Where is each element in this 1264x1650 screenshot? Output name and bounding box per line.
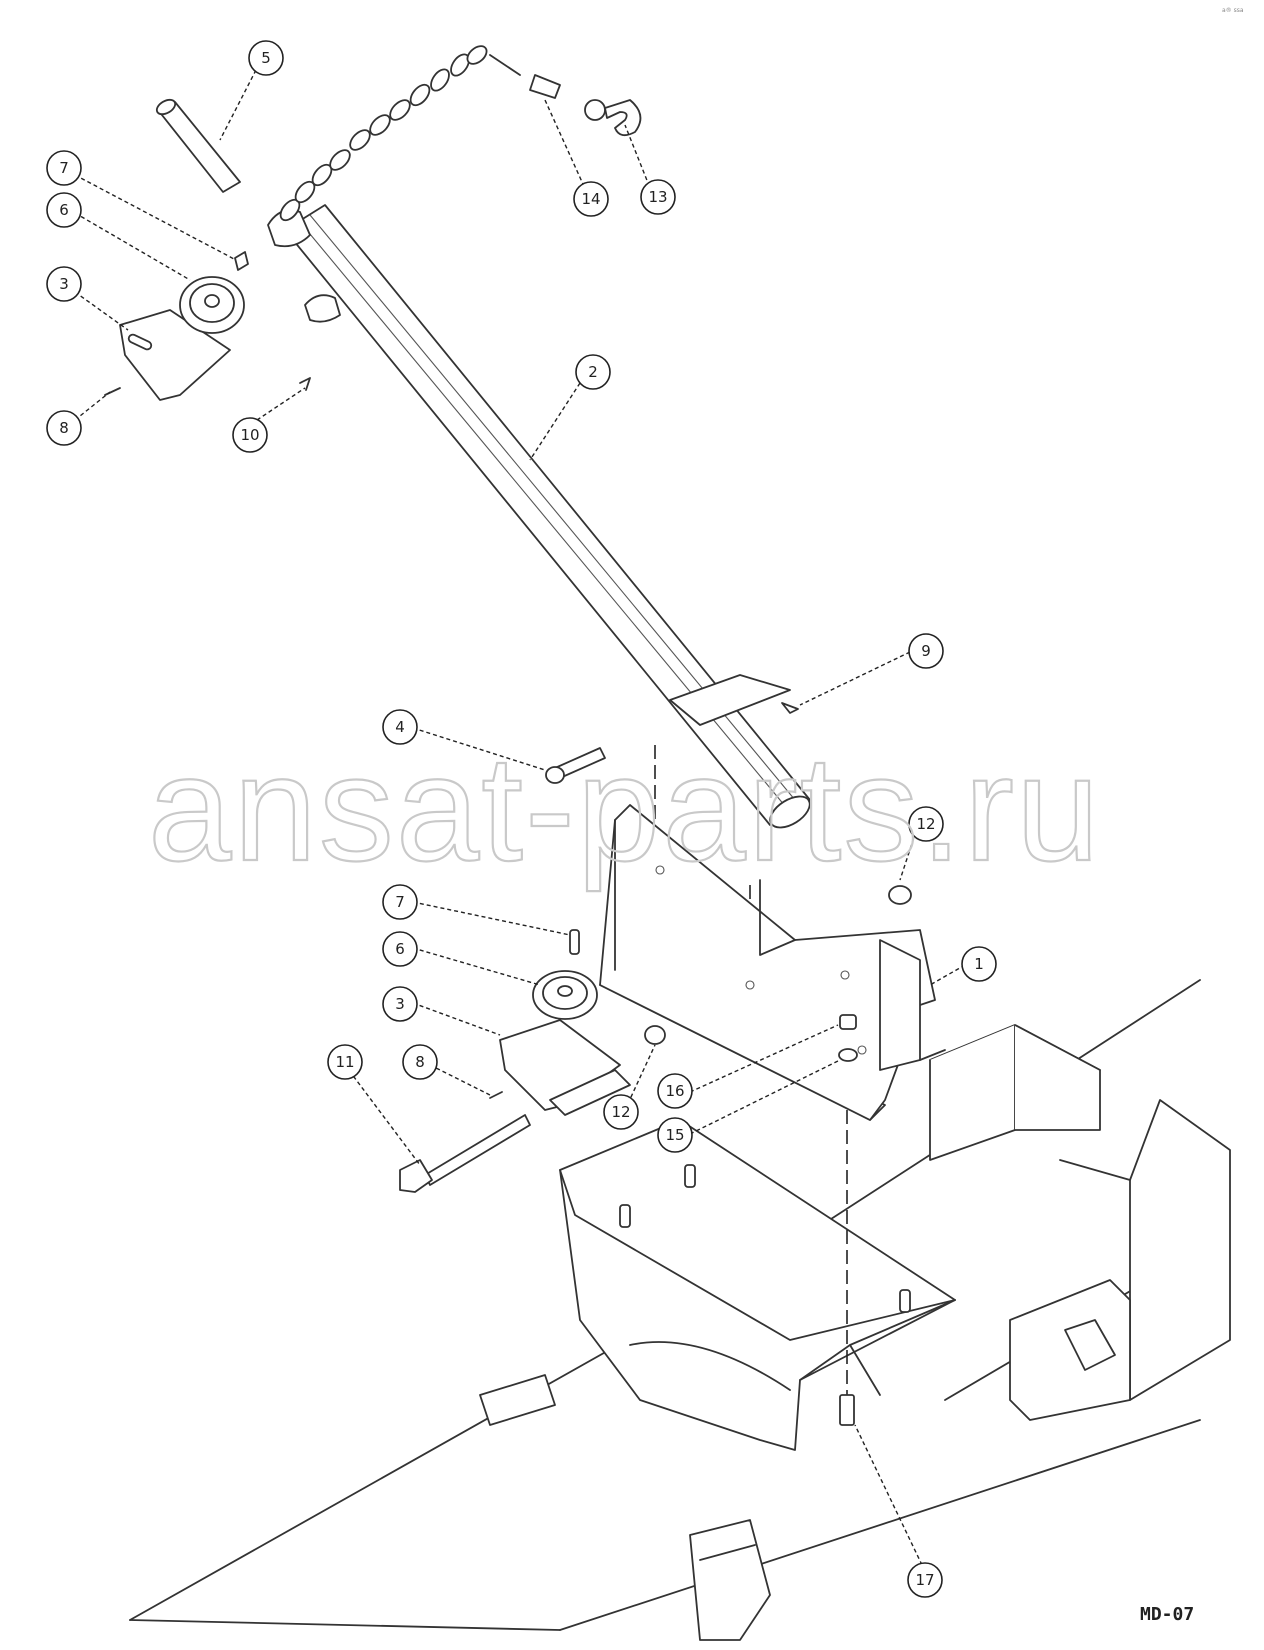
svg-text:12: 12 [916, 815, 935, 833]
balloon-11: 11 [327, 1044, 363, 1080]
pin-5-icon [157, 101, 241, 193]
shackle-14-icon [529, 74, 561, 99]
nut-12-icon [888, 885, 912, 905]
stud-icon [619, 1164, 911, 1313]
balloon-17: 17 [907, 1562, 943, 1598]
balloon-12: 12 [908, 806, 944, 842]
svg-text:8: 8 [415, 1053, 425, 1071]
drawing-code: MD-07 [1140, 1604, 1194, 1625]
svg-text:9: 9 [921, 642, 931, 660]
svg-text:2: 2 [588, 363, 598, 381]
corner-note: a® ssa [1222, 7, 1244, 14]
balloon-15: 15 [657, 1117, 693, 1153]
balloon-7: 7 [382, 884, 418, 920]
balloon-16: 16 [657, 1073, 693, 1109]
svg-text:1: 1 [974, 955, 984, 973]
pulley-assembly-lower [499, 929, 631, 1116]
balloon-6: 6 [46, 192, 82, 228]
nut-12-icon [644, 1025, 666, 1045]
base-frame [129, 979, 1231, 1641]
balloon-12: 12 [603, 1094, 639, 1130]
hook-13-icon [584, 99, 642, 137]
svg-text:17: 17 [915, 1571, 934, 1589]
balloon-9: 9 [908, 633, 944, 669]
svg-text:8: 8 [59, 419, 69, 437]
svg-text:15: 15 [665, 1126, 684, 1144]
balloon-4: 4 [382, 709, 418, 745]
rivet-8-icon [104, 387, 121, 396]
balloon-13: 13 [640, 179, 676, 215]
rivet-8-icon [489, 1091, 503, 1099]
chain-icon [279, 45, 488, 222]
balloon-7: 7 [46, 150, 82, 186]
svg-text:3: 3 [395, 995, 405, 1013]
svg-text:11: 11 [335, 1053, 354, 1071]
bolt-17-icon [839, 1394, 855, 1426]
svg-text:12: 12 [611, 1103, 630, 1121]
base-plate-assembly [599, 674, 946, 1121]
hardware [104, 45, 912, 1426]
svg-text:13: 13 [648, 188, 667, 206]
svg-text:5: 5 [261, 49, 271, 67]
svg-text:7: 7 [59, 159, 69, 177]
nut-16-icon [839, 1014, 857, 1030]
balloon-10: 10 [232, 417, 268, 453]
svg-text:3: 3 [59, 275, 69, 293]
balloon-8: 8 [402, 1044, 438, 1080]
balloon-2: 2 [575, 354, 611, 390]
watermark-text: ansat-parts.ru [148, 724, 1101, 892]
balloon-6: 6 [382, 931, 418, 967]
svg-text:6: 6 [395, 940, 405, 958]
cotter-pin-10-icon [299, 377, 311, 391]
balloon-3: 3 [382, 986, 418, 1022]
balloon-5: 5 [248, 40, 284, 76]
balloon-1: 1 [961, 946, 997, 982]
balloon-3: 3 [46, 266, 82, 302]
svg-text:10: 10 [240, 426, 259, 444]
svg-text:4: 4 [395, 718, 405, 736]
pulley-assembly-upper [119, 251, 249, 401]
svg-text:6: 6 [59, 201, 69, 219]
balloon-14: 14 [573, 181, 609, 217]
balloon-8: 8 [46, 410, 82, 446]
washer-15-icon [838, 1048, 858, 1062]
svg-text:14: 14 [581, 190, 600, 208]
svg-text:7: 7 [395, 893, 405, 911]
bolt-11-icon [424, 1114, 531, 1186]
cotter-pin-9-icon [781, 702, 799, 714]
svg-text:16: 16 [665, 1082, 684, 1100]
